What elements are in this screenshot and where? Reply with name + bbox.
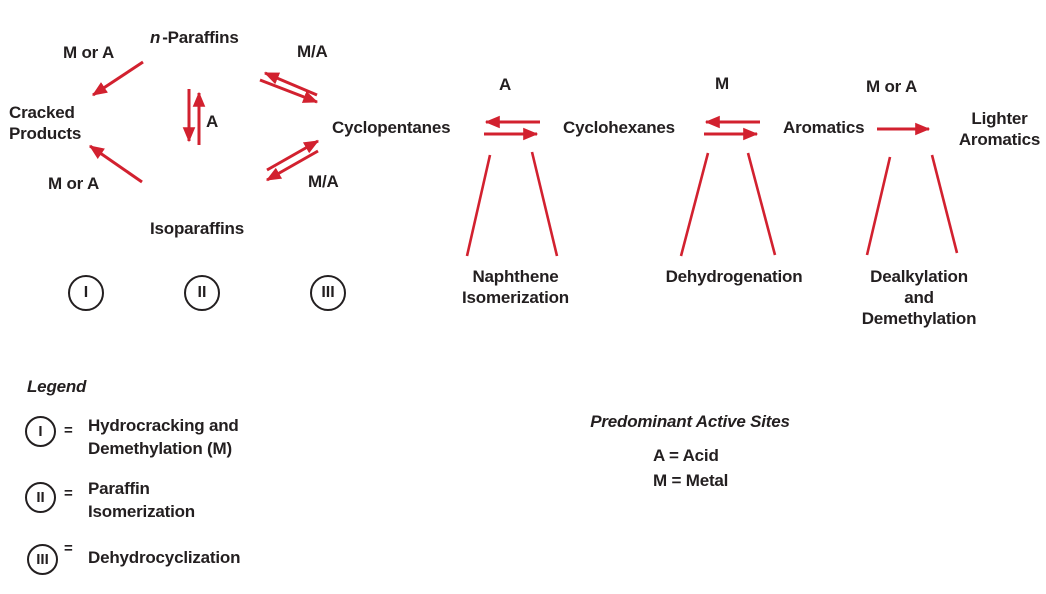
species-lighter-aromatics: Lighter Aromatics xyxy=(958,109,1041,149)
line-dealkylation-left xyxy=(865,156,892,256)
arrow-cyclopentanes-to-isoparaffins xyxy=(265,149,319,182)
species-aromatics: Aromatics xyxy=(783,118,865,137)
site-label-m: M xyxy=(715,74,729,93)
legend-title: Legend xyxy=(27,377,87,396)
line-naphthene-left xyxy=(465,154,492,257)
legend-label-3: Dehydrocyclization xyxy=(88,548,241,567)
arrow-nparaffins-to-cyclopentanes xyxy=(259,78,319,104)
species-cracked-products: Cracked Products xyxy=(9,103,82,143)
legend-label-2: Paraffin Isomerization xyxy=(88,479,195,521)
line-dealkylation-right xyxy=(930,154,959,254)
numeral-circle-2: II xyxy=(184,275,220,311)
legend-eq-2: = xyxy=(64,485,73,502)
arrow-isoparaffins-to-cyclopentanes xyxy=(266,139,320,172)
reaction-dealkylation: Dealkylation and Demethylation xyxy=(861,267,977,328)
site-label-m-or-a-bottom-left: M or A xyxy=(48,174,100,193)
site-label-m-or-a-right: M or A xyxy=(866,77,918,96)
numeral-circle-3: III xyxy=(310,275,346,311)
legend-circle-1: I xyxy=(25,416,56,447)
numeral-2: II xyxy=(197,284,207,301)
legend-label-1: Hydrocracking and Demethylation (M) xyxy=(88,416,239,458)
legend-eq-1: = xyxy=(64,422,73,439)
site-label-ma-top: M/A xyxy=(297,42,328,61)
callout-lines-group xyxy=(465,151,959,257)
legend-circle-2: II xyxy=(25,482,56,513)
active-sites-metal: M = Metal xyxy=(653,471,729,490)
arrow-isoparaffins-to-cracked xyxy=(89,144,143,184)
legend-numeral-2: II xyxy=(36,489,45,506)
legend-circle-3: III xyxy=(27,544,58,575)
reaction-naphthene-isomerization: Naphthene Isomerization xyxy=(462,267,569,307)
active-sites-title: Predominant Active Sites xyxy=(590,412,790,431)
n-paraffins-prefix: n xyxy=(150,28,161,47)
legend-numeral-3: III xyxy=(36,551,49,568)
numeral-3: III xyxy=(321,284,335,301)
n-paraffins-rest: -Paraffins xyxy=(162,28,239,47)
legend-eq-3: = xyxy=(64,540,73,557)
arrow-group xyxy=(89,60,931,184)
numeral-1: I xyxy=(83,284,89,301)
line-dehydrogenation-right xyxy=(746,152,777,256)
arrow-nparaffins-to-cracked xyxy=(91,60,144,97)
numeral-circle-1: I xyxy=(68,275,104,311)
species-cyclopentanes: Cyclopentanes xyxy=(332,118,451,137)
site-label-a-vertical: A xyxy=(206,112,219,131)
line-naphthene-right xyxy=(530,151,559,257)
site-label-a-ring: A xyxy=(499,75,512,94)
species-n-paraffins: n-Paraffins xyxy=(150,6,239,48)
legend-numeral-1: I xyxy=(38,423,43,440)
active-sites-acid: A = Acid xyxy=(653,446,719,465)
line-dehydrogenation-left xyxy=(679,152,710,257)
species-cyclohexanes: Cyclohexanes xyxy=(563,118,675,137)
site-label-m-or-a-top-left: M or A xyxy=(63,43,115,62)
reaction-dehydrogenation: Dehydrogenation xyxy=(665,267,803,286)
site-label-ma-bottom: M/A xyxy=(308,172,339,191)
species-isoparaffins: Isoparaffins xyxy=(150,219,244,238)
